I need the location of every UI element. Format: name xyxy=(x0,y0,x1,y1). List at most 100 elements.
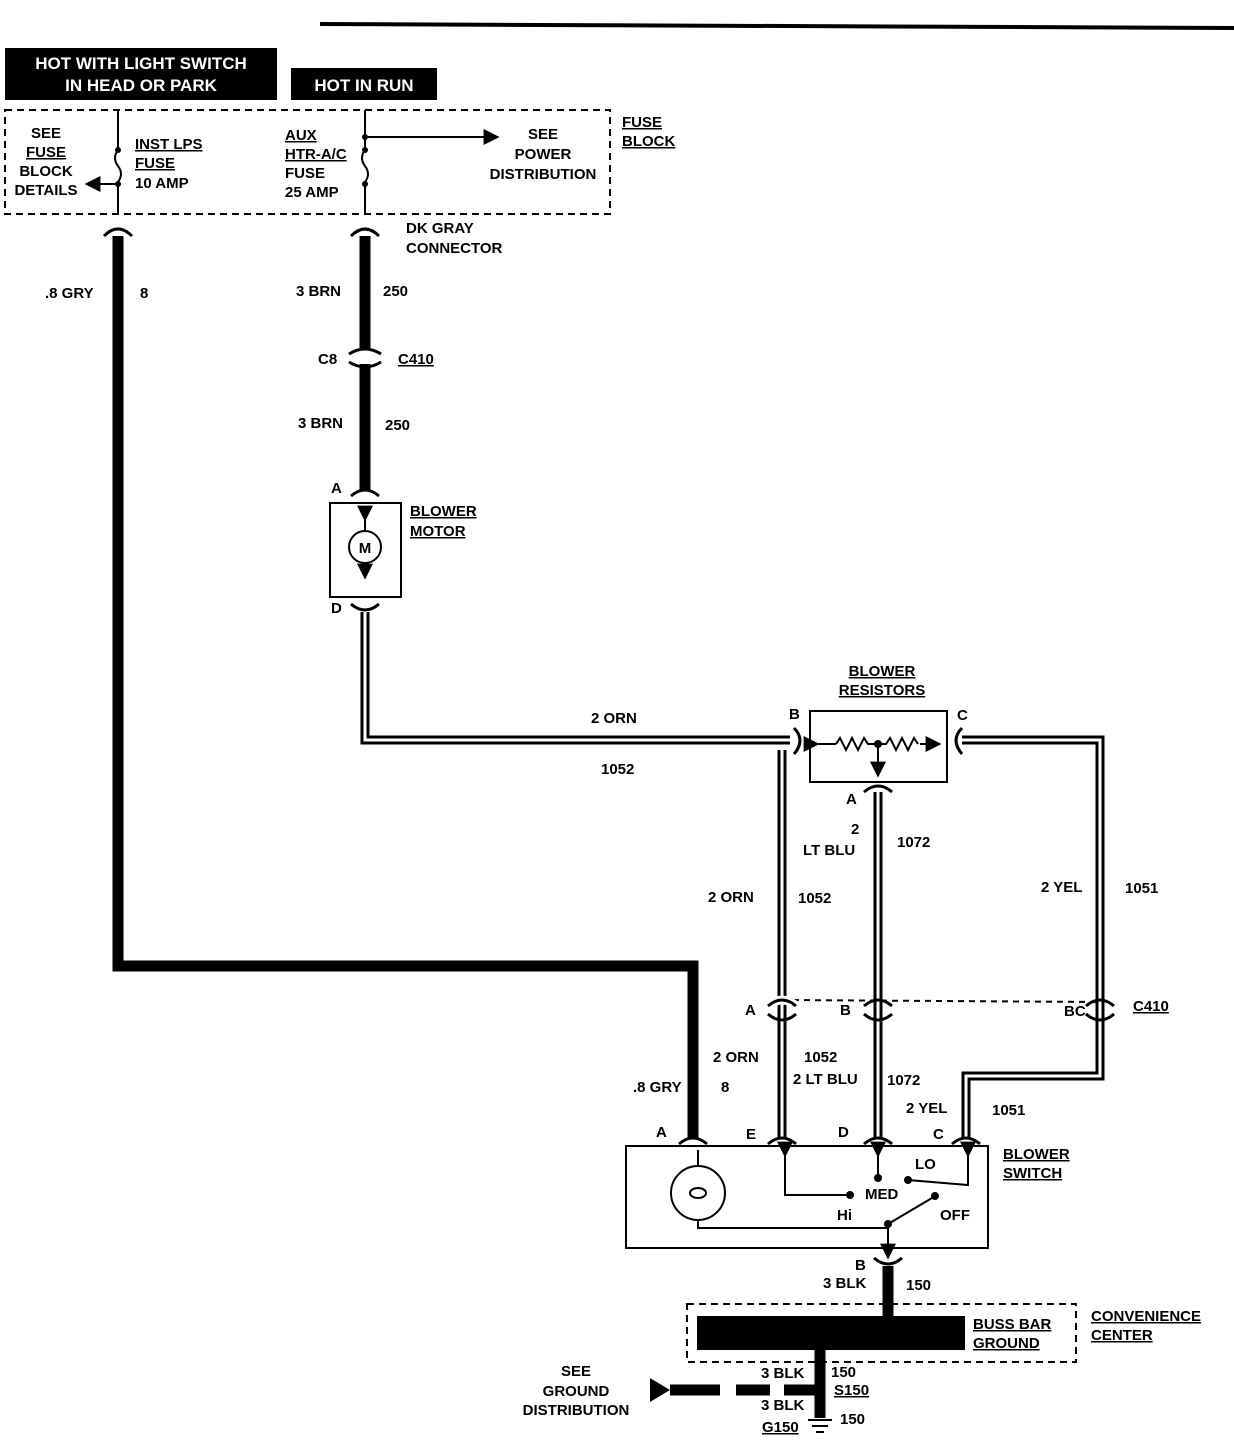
inst-fuse-icon xyxy=(114,149,122,183)
c410-upper-top xyxy=(348,347,382,356)
switch-pos-med: MED xyxy=(865,1186,899,1203)
hot-in-run-label: HOT IN RUN xyxy=(314,76,413,95)
c410-lower-bc-bottom xyxy=(1085,1012,1115,1022)
orn-wire-circuit-horizontal: 1052 xyxy=(601,761,634,778)
resistor-right-icon xyxy=(878,735,919,753)
blower-switch-pin-b: B xyxy=(855,1257,866,1274)
blower-resistors-label-2: RESISTORS xyxy=(839,682,925,699)
brn-wire-circuit-top: 250 xyxy=(383,283,408,300)
switch-pos-off: OFF xyxy=(940,1207,970,1224)
ltblu-wire-circuit-lower: 1072 xyxy=(887,1072,920,1089)
c410-lower-a-top-line xyxy=(767,998,797,1008)
convenience-center-label-2: CENTER xyxy=(1091,1327,1153,1344)
brn-wire-gauge-top: 3 BRN xyxy=(296,283,341,300)
blk-wire-circuit-mid: 150 xyxy=(831,1364,856,1381)
fuse-block-label-2: BLOCK xyxy=(622,133,675,150)
blk-wire-circuit-bottom: 150 xyxy=(840,1411,865,1428)
aux-fuse-label-2: HTR-A/C xyxy=(285,146,347,163)
dk-gray-connector-2: CONNECTOR xyxy=(406,240,503,257)
see-fuse-block-details-1: SEE xyxy=(31,125,61,142)
gry-wire-gauge-bottom: .8 GRY xyxy=(633,1079,682,1096)
ltblu-wire-gauge-upper-b: LT BLU xyxy=(803,842,855,859)
blower-switch-connector-e xyxy=(767,1136,797,1146)
c410-lower-b-top xyxy=(863,998,893,1008)
buss-bar-ground xyxy=(697,1316,965,1350)
blower-switch-label-1: BLOWER xyxy=(1003,1146,1070,1163)
c410-lower-name: C410 xyxy=(1133,998,1169,1015)
blower-resistors-label-1: BLOWER xyxy=(849,663,916,680)
blower-motor-connector-d xyxy=(350,602,380,612)
blower-switch-connector-b xyxy=(873,1256,903,1266)
yel-wire-circuit-lower: 1051 xyxy=(992,1102,1025,1119)
ltblu-wire-gauge-upper-a: 2 xyxy=(851,821,859,838)
switch-off-contact xyxy=(931,1192,939,1200)
blower-switch-connector-c xyxy=(951,1136,981,1146)
blower-motor-label-1: BLOWER xyxy=(410,503,477,520)
blower-motor-connector-a xyxy=(350,488,380,498)
blower-motor-pin-d: D xyxy=(331,600,342,617)
orn-wire-horizontal xyxy=(360,612,790,745)
orn-wire-horizontal-fill xyxy=(363,612,790,742)
c410-upper-name: C410 xyxy=(398,351,434,368)
ltblu-wire-circuit-upper: 1072 xyxy=(897,834,930,851)
see-fuse-block-details-4: DETAILS xyxy=(14,182,77,199)
see-fuse-block-details-2: FUSE xyxy=(26,144,66,161)
blower-switch-connector-d xyxy=(863,1136,893,1146)
gry-wire xyxy=(112,236,699,1138)
see-ground-dist-2: GROUND xyxy=(543,1383,610,1400)
c410-lower-pin-b: B xyxy=(840,1002,851,1019)
blower-motor-symbol-label: M xyxy=(359,540,372,557)
aux-fuse-icon xyxy=(361,149,369,183)
hot-light-switch-box xyxy=(5,48,277,100)
buss-bar-label-1: BUSS BAR xyxy=(973,1316,1052,1333)
switch-med-contact xyxy=(874,1174,882,1182)
hot-in-run-box xyxy=(291,68,437,100)
yel-wire-circuit-upper: 1051 xyxy=(1125,880,1158,897)
fuse-block-label: FUSE xyxy=(622,114,662,131)
switch-hi-contact xyxy=(846,1191,854,1199)
splice-s150-label: S150 xyxy=(834,1382,869,1399)
orn-wire-gauge-upper: 2 ORN xyxy=(708,889,754,906)
buss-bar-label-2: GROUND xyxy=(973,1335,1040,1352)
switch-lamp-filament xyxy=(689,1187,707,1199)
c410-upper-pin: C8 xyxy=(318,351,337,368)
blower-motor-label-2: MOTOR xyxy=(410,523,466,540)
gry-fuse-connector xyxy=(102,227,134,238)
blk-wire-gauge-top: 3 BLK xyxy=(823,1275,867,1292)
yel-wire xyxy=(961,735,1105,1138)
c410-lower-pin-bc: BC xyxy=(1064,1003,1086,1020)
inst-fuse-label-2: FUSE xyxy=(135,155,175,172)
c410-upper-bottom xyxy=(348,360,382,369)
hot-light-switch-line1: HOT WITH LIGHT SWITCH xyxy=(35,54,247,73)
brn-wire-gauge-mid: 3 BRN xyxy=(298,415,343,432)
blk-wire-gauge-mid: 3 BLK xyxy=(761,1365,805,1382)
blower-switch-pin-d: D xyxy=(838,1124,849,1141)
switch-lo-contact xyxy=(904,1176,912,1184)
blower-resistors-pin-b: B xyxy=(789,706,800,723)
blower-resistors-connector-c xyxy=(954,726,964,755)
blower-motor-pin-a: A xyxy=(331,480,342,497)
gry-wire-circuit-top: 8 xyxy=(140,285,148,302)
yel-wire-gauge-lower: 2 YEL xyxy=(906,1100,947,1117)
dk-gray-connector-1: DK GRAY xyxy=(406,220,474,237)
orn-wire-circuit-lower: 1052 xyxy=(804,1049,837,1066)
brn-wire-circuit-mid: 250 xyxy=(385,417,410,434)
switch-lamp-icon xyxy=(670,1165,726,1221)
brn-fuse-connector xyxy=(349,227,381,238)
aux-fuse-node-top xyxy=(362,147,368,153)
blower-resistors-pin-a: A xyxy=(846,791,857,808)
inst-fuse-label-1: INST LPS xyxy=(135,136,203,153)
convenience-center-label-1: CONVENIENCE xyxy=(1091,1308,1201,1325)
see-power-dist-2: POWER xyxy=(515,146,572,163)
resistor-left-icon xyxy=(835,735,878,753)
inst-fuse-label-3: 10 AMP xyxy=(135,175,189,192)
blower-switch-label-2: SWITCH xyxy=(1003,1165,1062,1182)
blower-switch-pin-a: A xyxy=(656,1124,667,1141)
switch-pos-lo: LO xyxy=(915,1156,936,1173)
switch-lo-lead xyxy=(907,1141,976,1187)
inst-fuse-node-top xyxy=(115,147,121,153)
yel-wire-fill xyxy=(962,738,1102,1138)
blower-switch-connector-a xyxy=(678,1136,708,1146)
aux-fuse-label-1: AUX xyxy=(285,127,317,144)
